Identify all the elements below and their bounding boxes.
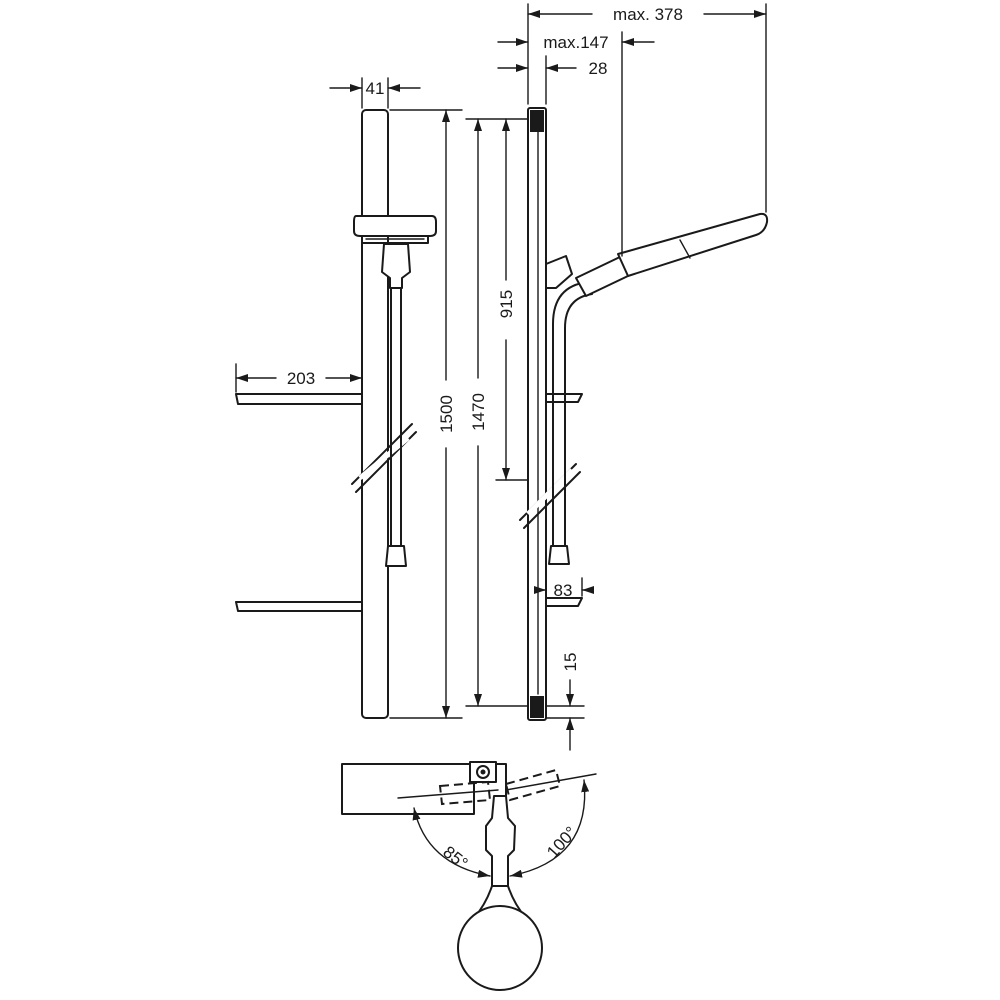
front-view	[235, 109, 437, 719]
dim-shelf-length: 203	[235, 363, 363, 393]
side-lower-shelf	[545, 597, 583, 607]
top-holder	[469, 761, 507, 797]
dim-total-height-label: 1500	[437, 395, 456, 433]
dim-slider-travel: 915	[495, 118, 529, 481]
front-lower-shelf	[235, 601, 363, 612]
dim-bottom-offset-label: 15	[561, 653, 580, 672]
front-hand-shower	[353, 215, 437, 289]
front-upper-shelf	[235, 393, 363, 405]
dim-shelf-length-label: 203	[287, 369, 315, 388]
side-hose	[548, 281, 593, 565]
top-shelf-block	[341, 763, 475, 815]
dim-max-reach: max. 378	[527, 3, 767, 213]
dim-rail-height: 1470	[465, 118, 529, 707]
top-rotation-ghosts	[438, 768, 562, 806]
rotation-right-label: 100°	[543, 823, 581, 862]
dim-bar-width: 41	[329, 77, 421, 109]
dim-slider-travel-label: 915	[497, 290, 516, 318]
side-slide-bar	[527, 107, 547, 721]
side-view	[519, 107, 769, 721]
dim-total-height: 1500	[389, 109, 463, 719]
dim-bar-width-label: 41	[366, 79, 385, 98]
dim-bottom-offset: 15	[545, 653, 585, 751]
side-hand-shower	[575, 212, 769, 297]
dim-max-head-offset: max.147	[497, 31, 655, 257]
front-hose	[385, 281, 407, 567]
dim-bar-depth-label: 28	[589, 59, 608, 78]
dim-bar-depth: 28	[497, 55, 608, 105]
side-slider-bracket	[545, 255, 573, 289]
dim-max-reach-label: max. 378	[613, 5, 683, 24]
top-hand-shower	[457, 795, 543, 991]
top-angle-arcs	[412, 779, 590, 878]
dim-shelf-depth: 83	[534, 577, 594, 600]
dim-rail-height-label: 1470	[469, 393, 488, 431]
front-slide-bar	[361, 109, 389, 719]
dim-shelf-depth-label: 83	[554, 581, 573, 600]
top-view: 85° 100°	[341, 761, 597, 991]
dim-max-head-offset-label: max.147	[543, 33, 608, 52]
rotation-left-label: 85°	[439, 842, 471, 873]
